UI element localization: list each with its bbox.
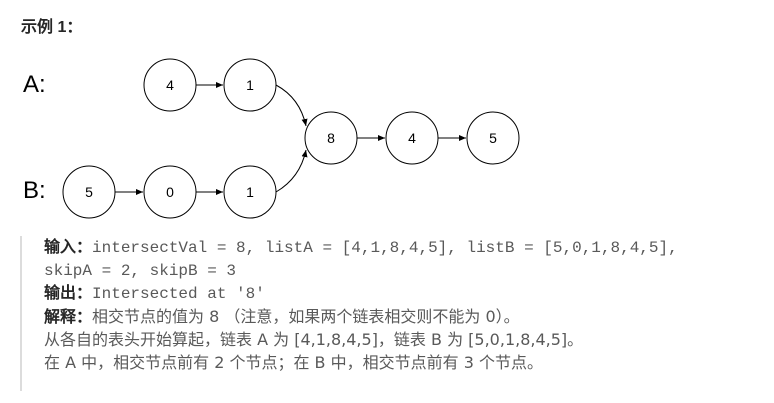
edge-arrow (275, 149, 308, 193)
list-b-node: 1 (223, 165, 277, 219)
node-value: 4 (166, 77, 174, 93)
input-continuation: skipA = 2, skipB = 3 (44, 261, 237, 280)
node-value: 1 (246, 184, 254, 200)
explain-line: 从各自的表头开始算起，链表 A 为 [4,1,8,4,5]，链表 B 为 [5,… (44, 330, 584, 349)
list-a-label: A: (23, 71, 46, 98)
input-row: 输入：intersectVal = 8, listA = [4,1,8,4,5]… (44, 236, 760, 260)
node-value: 0 (166, 184, 174, 200)
input-label: 输入： (44, 237, 93, 256)
node-value: 4 (408, 130, 416, 146)
list-b-label: B: (23, 177, 46, 204)
list-b-node: 0 (143, 165, 197, 219)
input-value: intersectVal = 8, listA = [4,1,8,4,5], l… (92, 239, 678, 257)
explain-line: 在 A 中，相交节点前有 2 个节点；在 B 中，相交节点前有 3 个节点。 (44, 352, 543, 372)
shared-node: 4 (385, 111, 439, 165)
output-value: Intersected at '8' (92, 285, 265, 303)
diagram-canvas: A: B: 4 1 8 4 5 5 0 (23, 58, 520, 219)
node-value: 5 (489, 130, 497, 146)
output-row: 输出：Intersected at '8' (44, 282, 760, 306)
example-explanation: 输入：intersectVal = 8, listA = [4,1,8,4,5]… (20, 236, 760, 391)
node-value: 5 (85, 184, 93, 200)
list-a-node: 4 (143, 58, 197, 112)
explain-text: 相交节点的值为 8 （注意，如果两个链表相交则不能为 0）。 (92, 306, 520, 326)
shared-node: 8 (304, 111, 358, 165)
explain-row: 解释：相交节点的值为 8 （注意，如果两个链表相交则不能为 0）。 (44, 306, 760, 330)
shared-node: 5 (466, 111, 520, 165)
list-a-node: 1 (223, 58, 277, 112)
example-title: 示例 1： (21, 19, 83, 36)
explain-label: 解释： (44, 306, 93, 326)
edge-arrow (275, 84, 308, 127)
linked-list-diagram: A: B: 4 1 8 4 5 5 0 (0, 40, 774, 240)
node-value: 1 (246, 77, 254, 93)
node-value: 8 (327, 130, 335, 146)
output-label: 输出： (44, 283, 93, 302)
list-b-node: 5 (62, 165, 116, 219)
